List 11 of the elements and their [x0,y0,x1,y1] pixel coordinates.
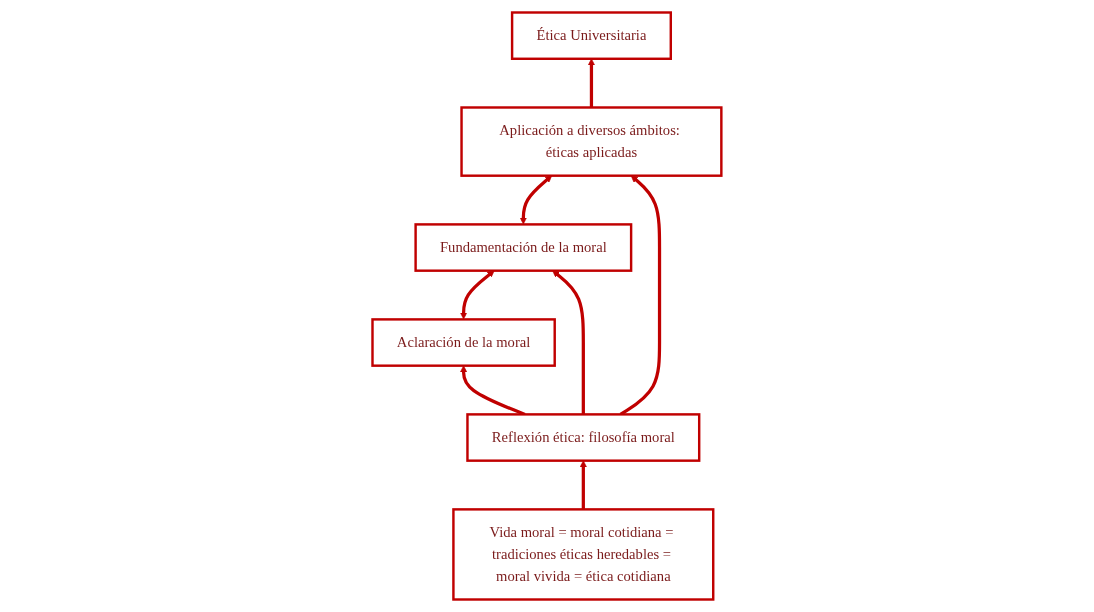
arrow [460,270,495,320]
node-box: Aplicación a diversos ámbitos: éticas aplicadas [460,106,723,177]
arrow [552,270,586,415]
node-box: Vida moral = moral cotidiana = tradiciones éticas heredables = moral vivida = ética cotidiana [452,508,715,601]
node-box: Aclaración de la moral [371,318,556,367]
arrow [587,58,596,108]
node-box: Ética Universitaria [510,11,673,60]
arrow [519,175,553,225]
node-box: Fundamentación de la moral [414,223,633,272]
arrow [579,460,587,510]
node-box: Reflexión ética: filosofía moral [466,413,701,462]
